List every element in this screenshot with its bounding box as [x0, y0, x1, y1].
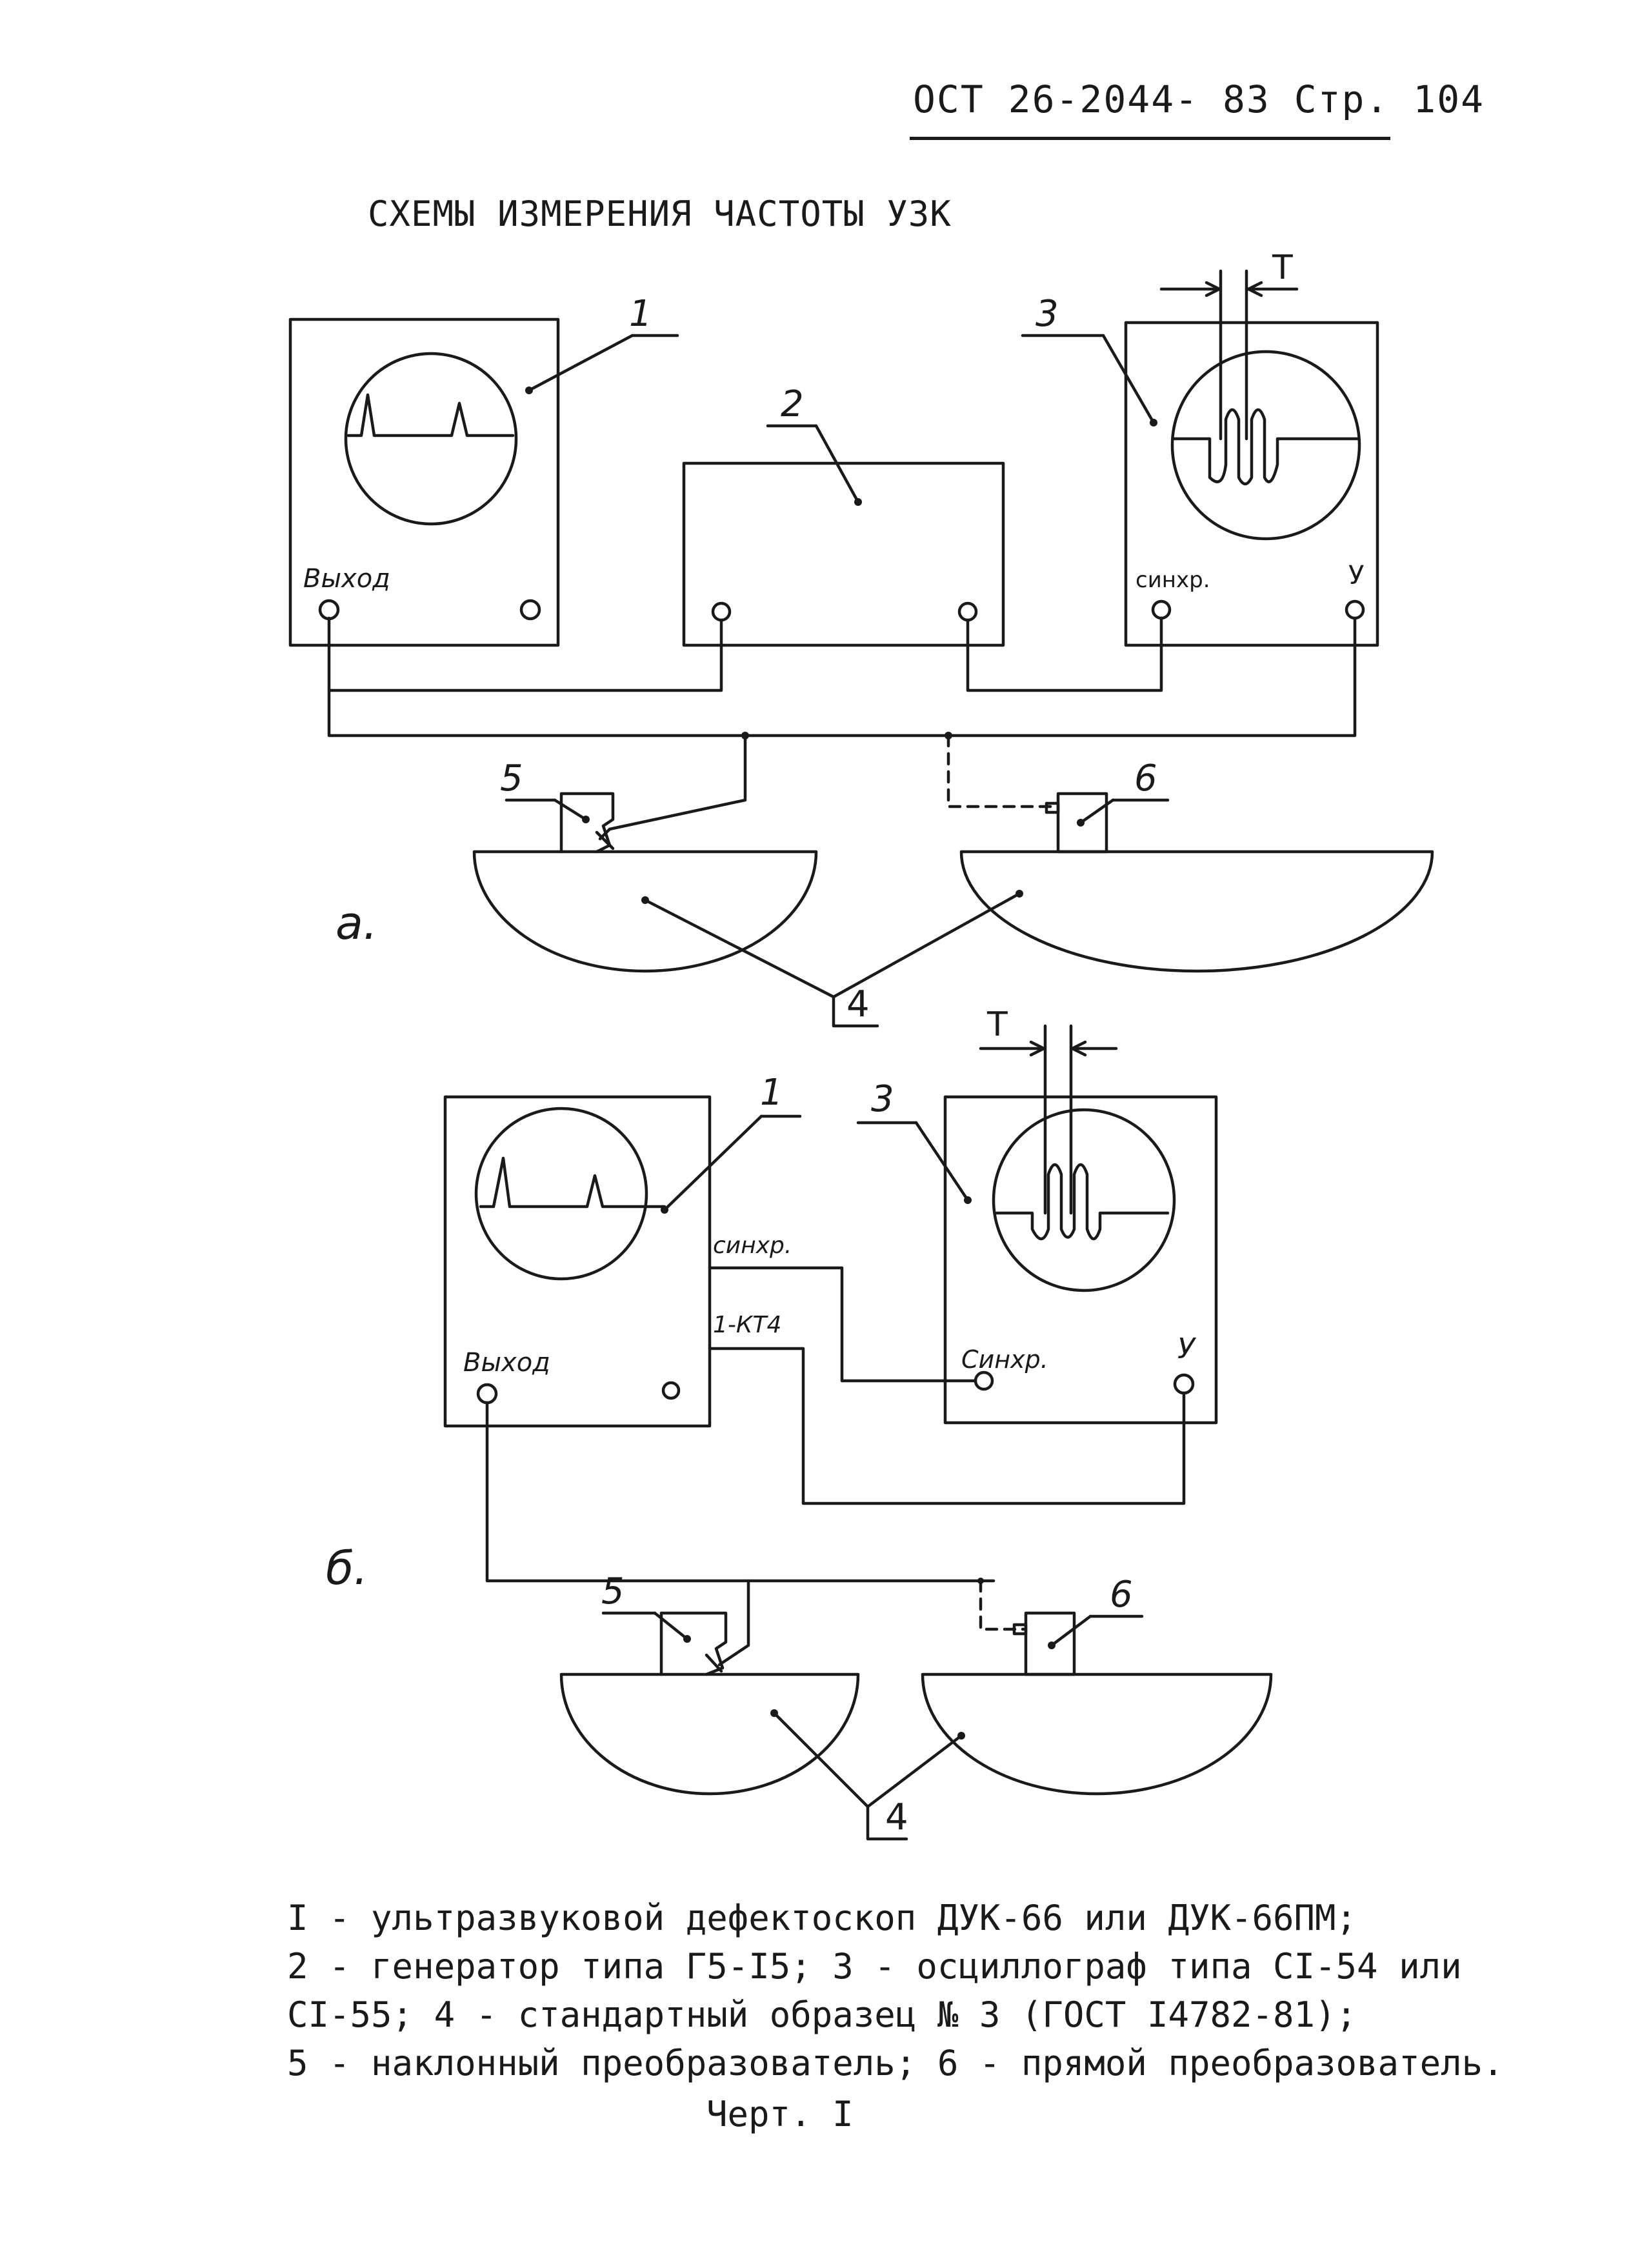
- scheme-b-letter: б.: [326, 1542, 368, 1595]
- scheme-a-sync-label: синхр.: [1136, 567, 1210, 593]
- scheme-a-period-label: T: [1272, 248, 1293, 287]
- legend-line: 5 - наклонный преобразователь; 6 - прямо…: [287, 2043, 1504, 2083]
- scheme-a-label-3: 3: [1036, 293, 1059, 335]
- scheme-a-wiring: [327, 616, 1357, 841]
- scheme-a-label-1: 1: [629, 293, 652, 335]
- scheme-b-label-1: 1: [760, 1072, 783, 1114]
- scheme-a-sample-blocks: 5 6 4 а.: [335, 758, 1434, 1028]
- figure-caption: Черт. I: [706, 2094, 854, 2134]
- scheme-a-generator: 2: [682, 383, 1005, 647]
- scheme-a-oscilloscope: T 3 синхр. У: [1021, 248, 1379, 647]
- legend-line: 2 - генератор типа Г5-I5; 3 - осциллогра…: [287, 1946, 1462, 1987]
- scheme-b-period-label: T: [986, 1005, 1008, 1044]
- scheme-b-sync-in-label: Синхр.: [961, 1345, 1048, 1374]
- scheme-a-label-5: 5: [500, 758, 523, 799]
- legend-line: СI-55; 4 - стандартный образец № 3 (ГОСТ…: [287, 1994, 1357, 2035]
- scheme-b-label-5: 5: [601, 1571, 625, 1612]
- scheme-b-sync-out-label: синхр.: [713, 1232, 792, 1259]
- scheme-b: Выход 1 синхр. 1-КТ4 T 3 Синх: [326, 1005, 1273, 1841]
- scheme-a-output-label: Выход: [303, 564, 390, 594]
- scheme-a-label-2: 2: [781, 383, 804, 425]
- scheme-a-label-4: 4: [846, 983, 870, 1025]
- scheme-b-kt-label: 1-КТ4: [713, 1312, 781, 1338]
- page-title: СХЕМЫ ИЗМЕРЕНИЯ ЧАСТОТЫ УЗК: [368, 194, 952, 234]
- scheme-b-label-6: 6: [1110, 1574, 1133, 1616]
- scheme-a-letter: а.: [335, 897, 377, 950]
- scheme-a-label-6: 6: [1134, 758, 1157, 799]
- scheme-a: Выход 1 2 T: [288, 248, 1434, 1028]
- scheme-b-label-4: 4: [885, 1796, 908, 1838]
- legend: I - ультразвуковой дефектоскоп ДУК-66 ил…: [287, 1894, 1513, 2087]
- document-header: ОСТ 26-2044- 83 Стр. 104: [913, 77, 1485, 121]
- scheme-a-flaw-detector: Выход 1: [288, 293, 679, 647]
- scheme-b-flaw-detector: Выход 1 синхр. 1-КТ4: [443, 1072, 802, 1428]
- scheme-b-sample-blocks: 5 6 4 б.: [326, 1542, 1273, 1841]
- legend-line: I - ультразвуковой дефектоскоп ДУК-66 ил…: [287, 1898, 1357, 1938]
- header-underline: [910, 137, 1390, 140]
- scheme-b-wiring: [485, 1266, 1186, 1667]
- scheme-b-output-label: Выход: [463, 1348, 550, 1378]
- scheme-b-label-3: 3: [871, 1078, 894, 1120]
- scheme-b-oscilloscope: T 3 Синхр. У: [856, 1005, 1218, 1425]
- scheme-a-y-label: У: [1348, 561, 1364, 590]
- scheme-b-y-label: У: [1177, 1332, 1197, 1365]
